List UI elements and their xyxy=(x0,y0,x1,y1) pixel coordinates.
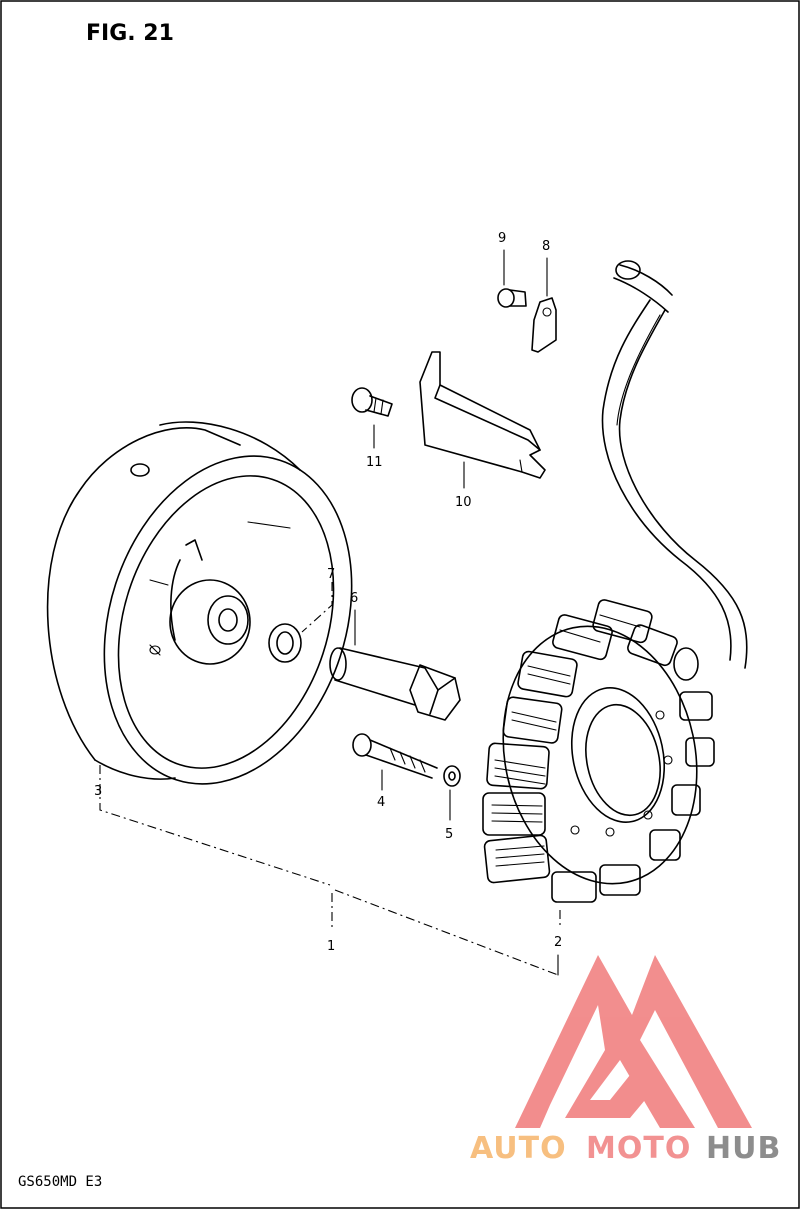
callout-label: 1 xyxy=(327,939,335,954)
rotor-part-3 xyxy=(46,421,353,785)
watermark-logo: AUTO MOTO HUB xyxy=(470,955,781,1166)
washer-part-5 xyxy=(443,765,461,787)
callout-label: 4 xyxy=(377,795,385,810)
clamp-part-8 xyxy=(531,297,557,353)
screw-part-4 xyxy=(352,733,438,779)
leader-lines xyxy=(99,249,561,976)
watermark-word-hub: HUB xyxy=(706,1131,781,1166)
callout-label: 8 xyxy=(542,239,550,254)
watermark-word-auto: AUTO xyxy=(470,1131,567,1166)
callout-labels: 9 8 11 10 7 6 4 5 3 1 2 xyxy=(94,231,562,954)
screw-part-9 xyxy=(497,288,527,308)
callout-label: 7 xyxy=(327,567,335,582)
callout-label: 3 xyxy=(94,784,102,799)
screw-part-11 xyxy=(351,387,393,417)
watermark-word-moto: MOTO xyxy=(586,1131,691,1166)
model-code: GS650MD E3 xyxy=(18,1174,102,1190)
cover-plate-part-10 xyxy=(419,351,546,479)
bolt-part-6 xyxy=(329,647,461,721)
callout-label: 11 xyxy=(366,455,383,470)
circlip-part-7 xyxy=(268,623,302,663)
logo-shape xyxy=(515,955,752,1128)
callout-label: 5 xyxy=(445,827,453,842)
callout-label: 9 xyxy=(498,231,506,246)
figure-title: FIG. 21 xyxy=(86,21,174,46)
callout-label: 10 xyxy=(455,495,472,510)
stator-part-2 xyxy=(482,260,748,903)
callout-label: 6 xyxy=(350,591,358,606)
callout-label: 2 xyxy=(554,935,562,950)
